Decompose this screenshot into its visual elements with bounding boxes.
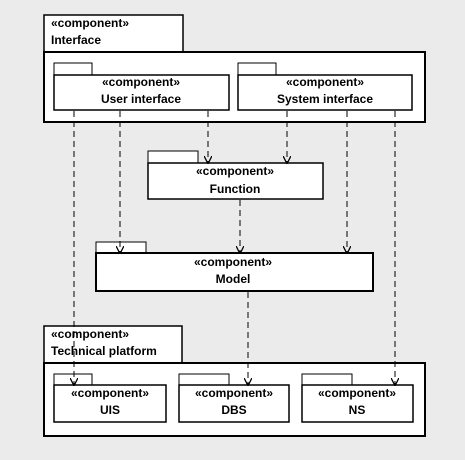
component-name: System interface bbox=[277, 92, 373, 106]
package-name: Technical platform bbox=[51, 344, 157, 358]
package-name: Interface bbox=[51, 33, 101, 47]
component-box bbox=[95, 252, 374, 292]
component-dbs[interactable]: «component» DBS bbox=[178, 373, 290, 423]
stereotype-label: «component» bbox=[71, 386, 149, 400]
component-ns[interactable]: «component» NS bbox=[301, 373, 414, 423]
stereotype-label: «component» bbox=[102, 75, 180, 89]
component-name: DBS bbox=[221, 403, 246, 417]
component-box bbox=[53, 384, 167, 423]
component-box bbox=[147, 162, 324, 200]
component-box bbox=[301, 384, 414, 423]
component-name: Model bbox=[216, 272, 251, 286]
component-name: UIS bbox=[100, 403, 120, 417]
stereotype-label: «component» bbox=[51, 327, 129, 341]
component-name: User interface bbox=[101, 92, 181, 106]
component-system-interface[interactable]: «component» System interface bbox=[237, 62, 413, 111]
component-model[interactable]: «component» Model bbox=[95, 241, 374, 292]
component-box bbox=[53, 74, 230, 111]
component-name: Function bbox=[210, 182, 261, 196]
component-user-interface[interactable]: «component» User interface bbox=[53, 62, 230, 111]
stereotype-label: «component» bbox=[196, 164, 274, 178]
stereotype-label: «component» bbox=[51, 16, 129, 30]
component-box bbox=[237, 74, 413, 111]
stereotype-label: «component» bbox=[318, 386, 396, 400]
component-function[interactable]: «component» Function bbox=[147, 150, 324, 200]
stereotype-label: «component» bbox=[195, 386, 273, 400]
stereotype-label: «component» bbox=[194, 255, 272, 269]
component-name: NS bbox=[349, 403, 366, 417]
interface-package-tab bbox=[43, 14, 184, 53]
component-box bbox=[178, 384, 290, 423]
stereotype-label: «component» bbox=[286, 75, 364, 89]
